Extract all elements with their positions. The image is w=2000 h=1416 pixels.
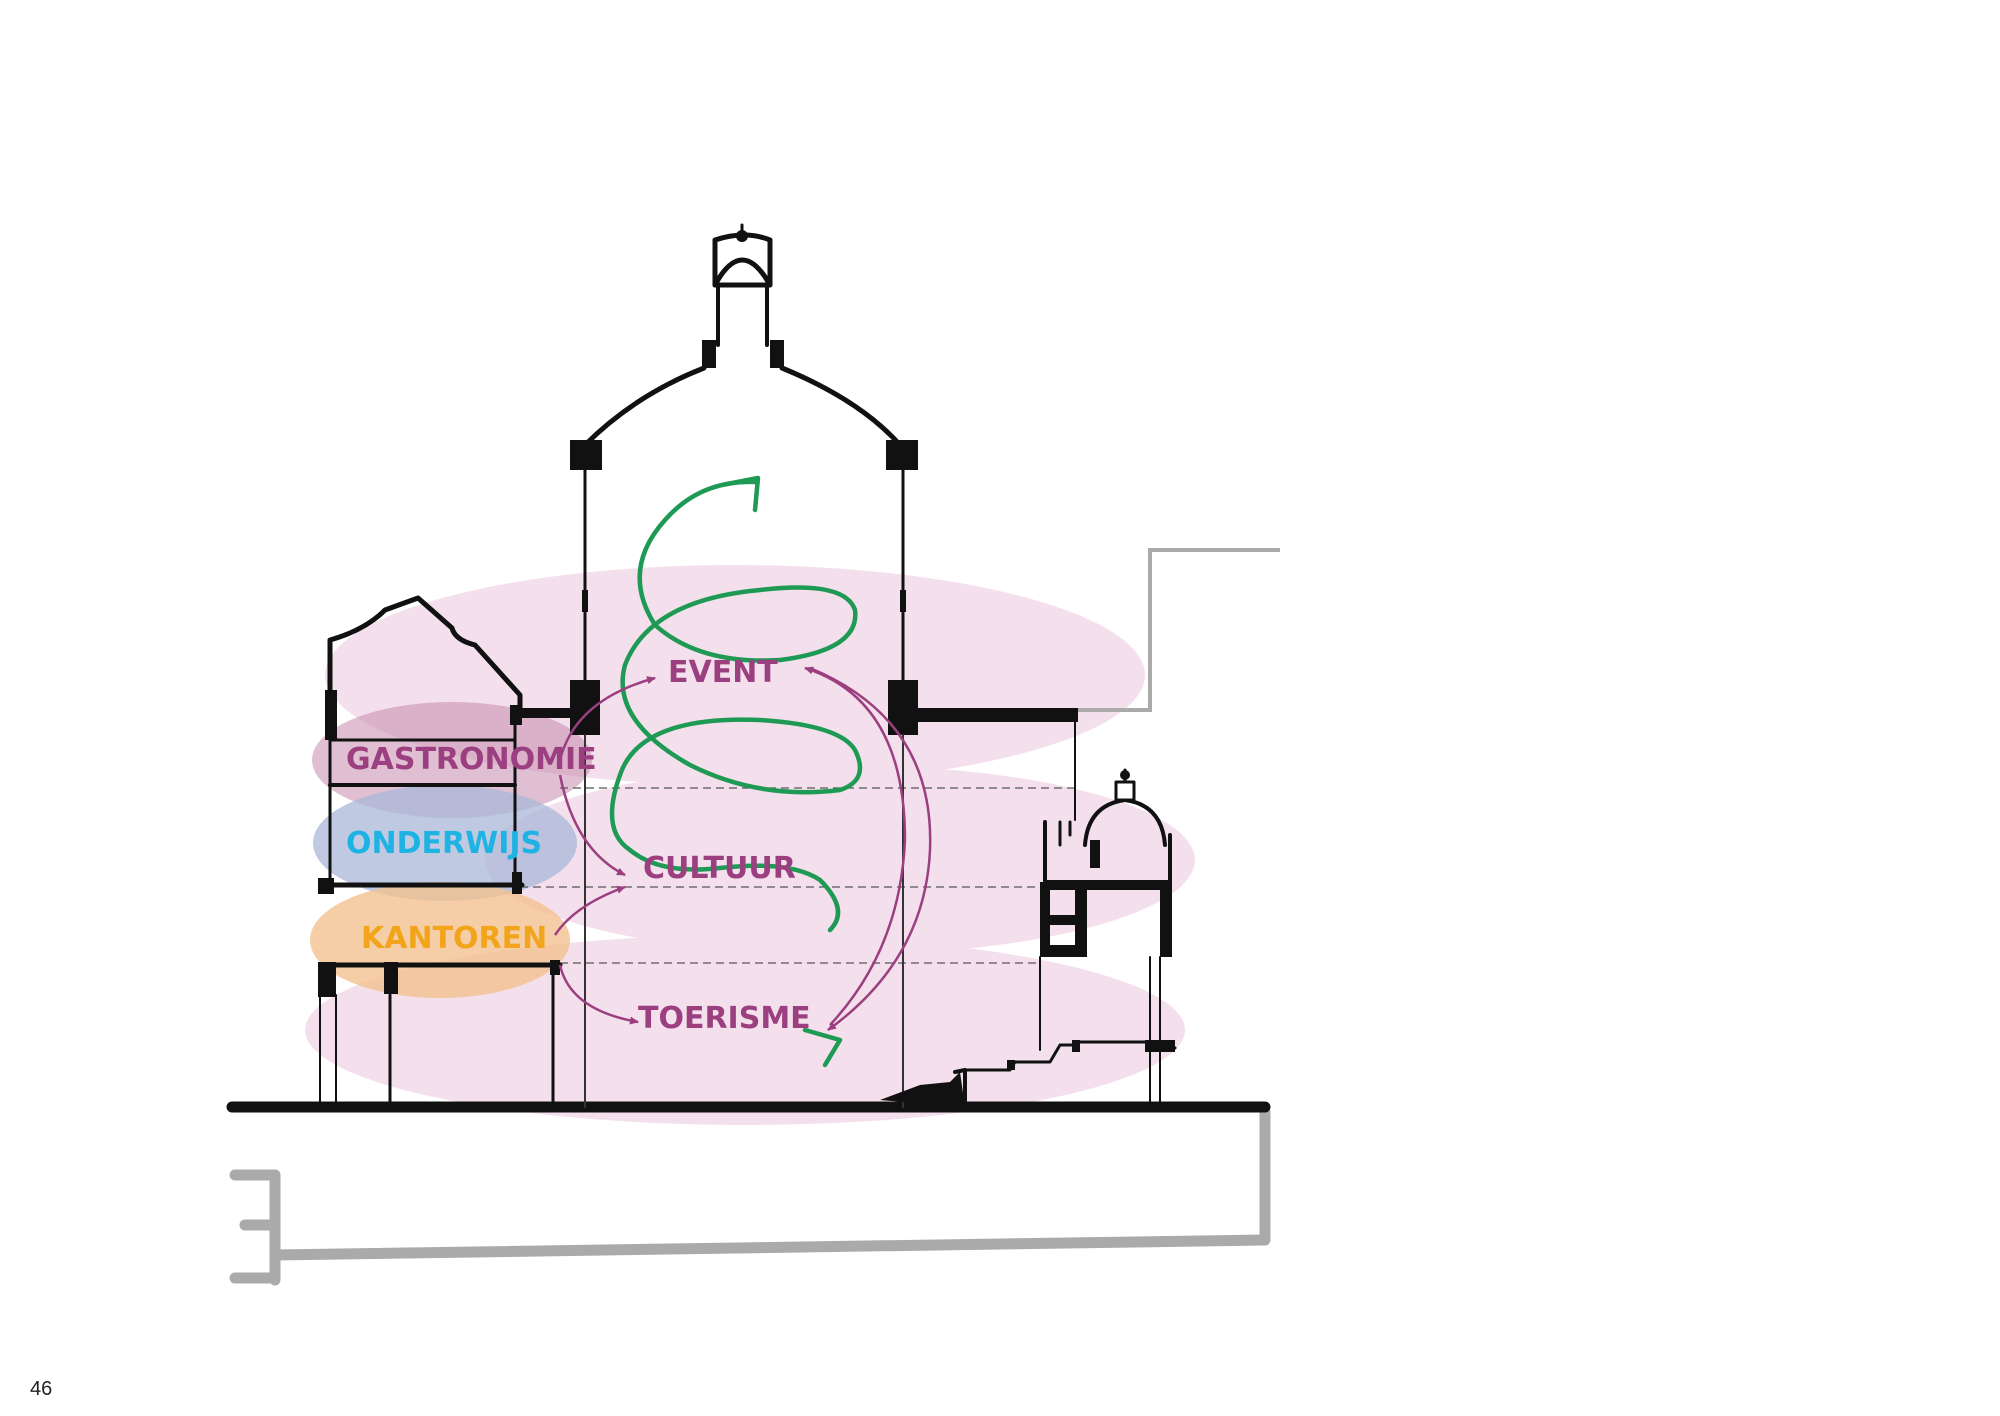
zone-onderwijs [313,785,577,901]
label-cultuur: CULTUUR [643,851,796,886]
arrow-kantoren-to-toerisme [558,964,639,1025]
stepped-outline [1075,548,1280,712]
arrow-event-to-toerisme [809,666,932,1032]
label-onderwijs: ONDERWIJS [346,826,542,861]
zone-cultuur [485,765,1195,955]
label-gastronomie: GASTRONOMIE [346,742,597,777]
arrow-gastronomie-to-cultuur [558,774,626,877]
spiral-arrowhead-top [724,475,761,513]
arrow-toerisme-to-event [804,666,907,1026]
spiral-arrowhead-bottom [802,1027,843,1068]
building-structure [226,223,1271,1113]
zone-gastronomie [312,702,592,818]
arrow-gastronomie-to-event [558,676,656,761]
zone-kantoren [310,882,570,998]
page-number: 46 [30,1378,53,1400]
basement-outline [229,1106,1271,1286]
flow-arrows [553,666,932,1032]
label-toerisme: TOERISME [638,1001,811,1036]
arrow-kantoren-to-cultuur [553,885,626,936]
flow-spiral [609,479,863,933]
label-kantoren: KANTOREN [361,921,547,956]
label-event: EVENT [668,655,778,690]
floor-lines [520,787,1075,964]
